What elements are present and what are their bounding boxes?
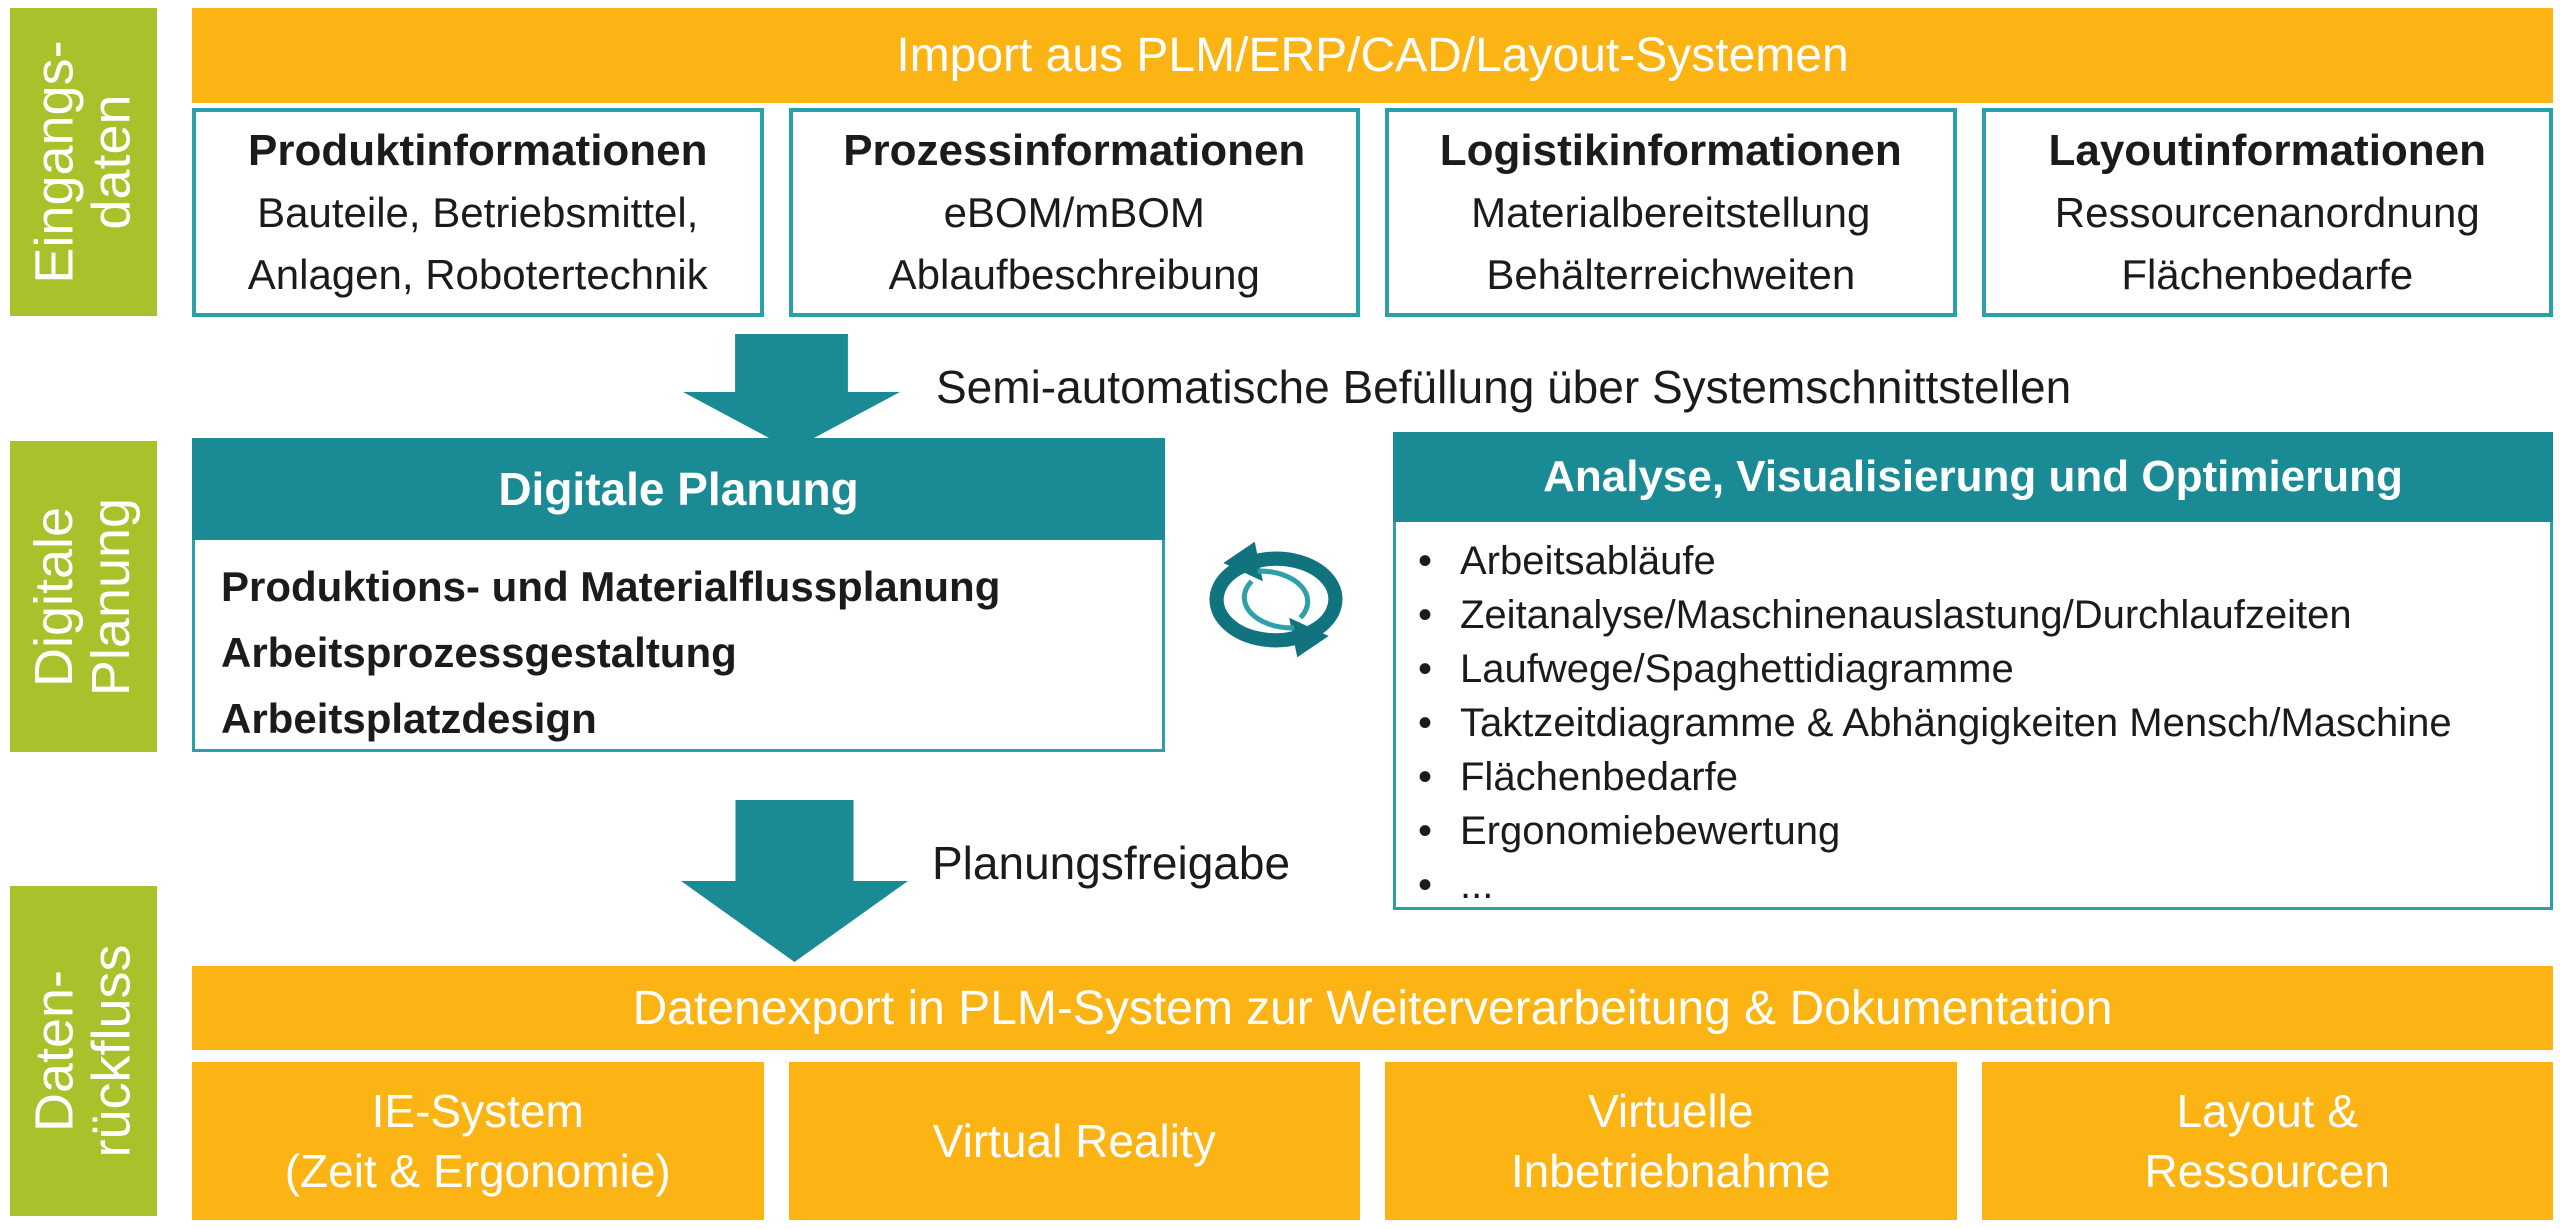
export-targets-row: IE-System (Zeit & Ergonomie) Virtual Rea… <box>192 1062 2553 1220</box>
info-box-produktinformationen: Produktinformationen Bauteile, Betriebsm… <box>192 108 764 317</box>
bottom-box-virtuelle-inbetriebnahme: Virtuelle Inbetriebnahme <box>1385 1062 1957 1220</box>
bullet-item: Arbeitsabläufe <box>1396 534 2550 588</box>
info-box-body: Ressourcenanordnung Flächenbedarfe <box>2054 188 2480 298</box>
arrow-down-icon <box>681 800 908 962</box>
flow-label-planungsfreigabe: Planungsfreigabe <box>932 837 1291 889</box>
info-box-title: Logistikinformationen <box>1439 125 1902 175</box>
import-banner: Import aus PLM/ERP/CAD/Layout-Systemen <box>192 8 2553 103</box>
bullet-item: Ergonomiebewertung <box>1396 804 2550 858</box>
cycle-arrows-icon <box>1209 541 1343 658</box>
panel-digitale-planung: Digitale Planung Produktions- und Materi… <box>192 438 1165 752</box>
bullet-item: Flächenbedarfe <box>1396 750 2550 804</box>
bullet-item: Zeitanalyse/Maschinenauslastung/Durchlau… <box>1396 588 2550 642</box>
info-box-title: Produktinformationen <box>247 125 708 175</box>
bottom-box-virtual-reality: Virtual Reality <box>788 1062 1360 1220</box>
panel-analyse-body: Arbeitsabläufe Zeitanalyse/Maschinenausl… <box>1393 522 2553 912</box>
info-box-body: eBOM/mBOM Ablaufbeschreibung <box>888 188 1260 298</box>
bullet-item: ... <box>1396 858 2550 912</box>
panel-analyse-visualisierung: Analyse, Visualisierung und Optimierung … <box>1393 432 2553 912</box>
input-data-row: Produktinformationen Bauteile, Betriebsm… <box>192 108 2553 317</box>
bullet-item: Laufwege/Spaghettidiagramme <box>1396 642 2550 696</box>
panel-analyse-header: Analyse, Visualisierung und Optimierung <box>1393 432 2553 522</box>
info-box-title: Prozessinformationen <box>843 125 1306 175</box>
info-box-title: Layoutinformationen <box>2048 125 2487 175</box>
sidebar-label-text: Digitale Planung <box>24 497 142 696</box>
sidebar-label-datenrueckfluss: Daten- rückfluss <box>10 886 157 1216</box>
import-banner-text: Import aus PLM/ERP/CAD/Layout-Systemen <box>896 29 1849 82</box>
sidebar-label-eingangsdaten: Eingangs- daten <box>10 8 157 316</box>
sidebar-label-digitale-planung: Digitale Planung <box>10 441 157 752</box>
flow-label-semi-automatisch: Semi-automatische Befüllung über Systems… <box>936 361 2072 413</box>
sidebar-label-text: Eingangs- daten <box>24 40 142 284</box>
bottom-box-ie-system: IE-System (Zeit & Ergonomie) <box>192 1062 764 1220</box>
arrow-down-icon <box>683 334 900 450</box>
analysis-bullet-list: Arbeitsabläufe Zeitanalyse/Maschinenausl… <box>1396 534 2550 912</box>
bottom-box-layout-ressourcen: Layout & Ressourcen <box>1981 1062 2553 1220</box>
info-box-body: Materialbereitstellung Behälterreichweit… <box>1471 188 1871 298</box>
info-box-logistikinformationen: Logistikinformationen Materialbereitstel… <box>1385 108 1957 317</box>
panel-digitale-planung-body: Produktions- und Materialflussplanung Ar… <box>192 540 1165 752</box>
info-box-layoutinformationen: Layoutinformationen Ressourcenanordnung … <box>1981 108 2553 317</box>
info-box-prozessinformationen: Prozessinformationen eBOM/mBOM Ablaufbes… <box>788 108 1360 317</box>
export-banner-text: Datenexport in PLM-System zur Weitervera… <box>632 981 2113 1035</box>
panel-digitale-planung-header: Digitale Planung <box>192 438 1165 540</box>
sidebar-label-text: Daten- rückfluss <box>24 944 142 1158</box>
info-box-body: Bauteile, Betriebsmittel, Anlagen, Robot… <box>247 188 708 298</box>
bullet-item: Taktzeitdiagramme & Abhängigkeiten Mensc… <box>1396 696 2550 750</box>
export-banner: Datenexport in PLM-System zur Weitervera… <box>192 966 2553 1050</box>
